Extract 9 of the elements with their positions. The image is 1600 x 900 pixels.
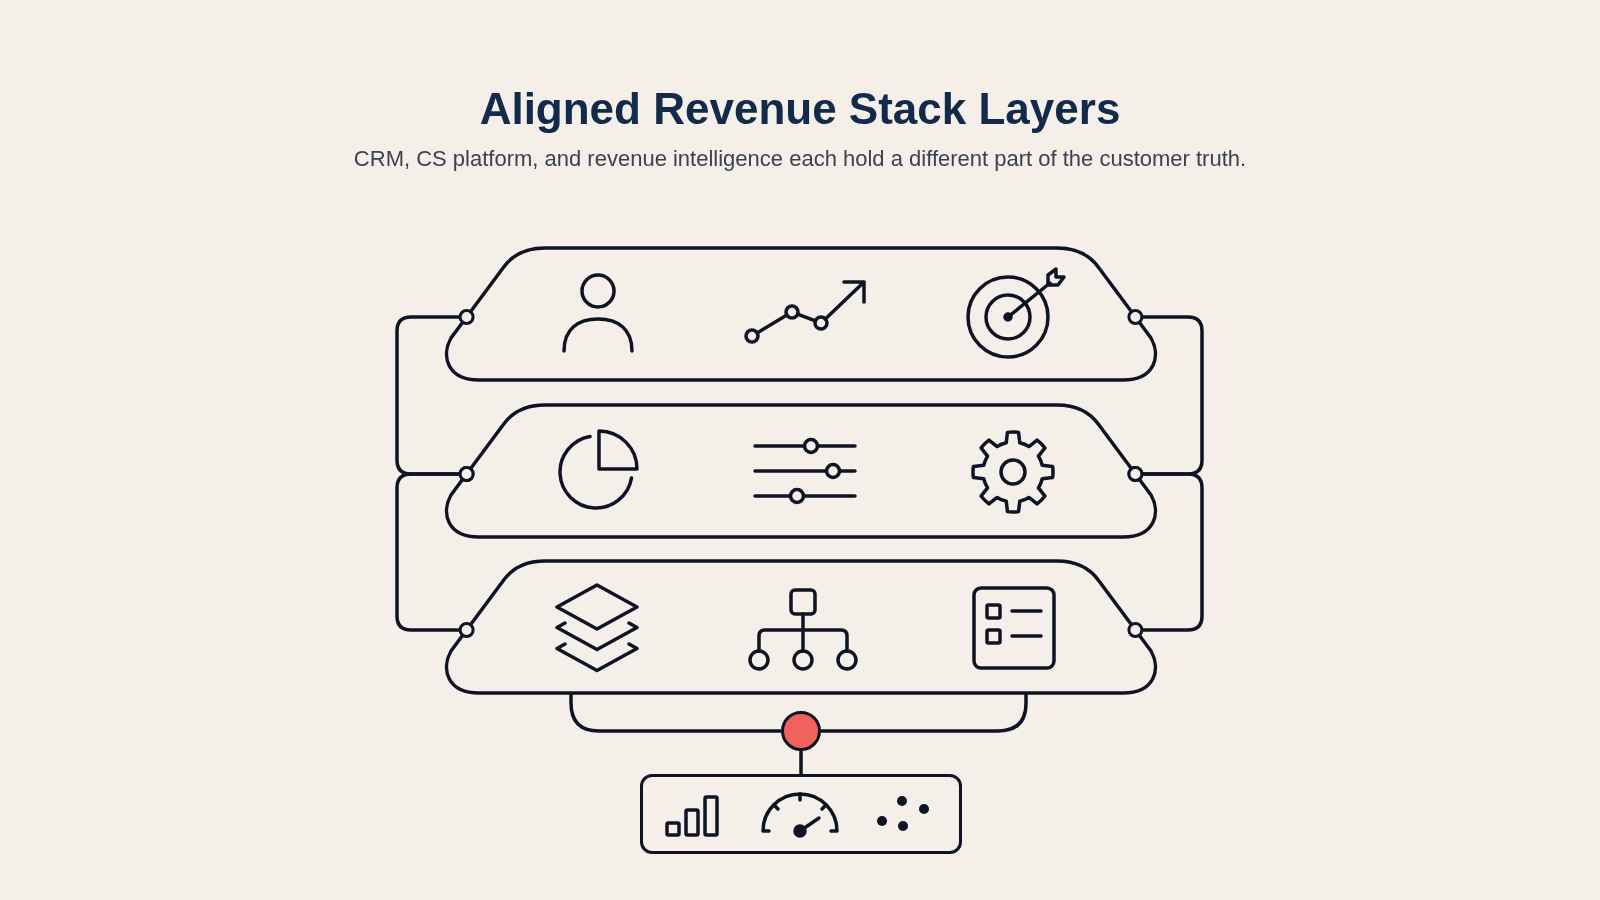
subtitle: CRM, CS platform, and revenue intelligence each hold a different part of the customer truth. [353,146,1247,173]
connector-line [799,751,803,774]
connector-line [395,466,475,638]
icon-panel [640,774,962,854]
title: Aligned Revenue Stack Layers [479,84,1121,135]
connector-line [1127,466,1204,638]
connector-line [821,693,1028,733]
connector-line [569,693,781,733]
junction-dot [781,711,821,751]
